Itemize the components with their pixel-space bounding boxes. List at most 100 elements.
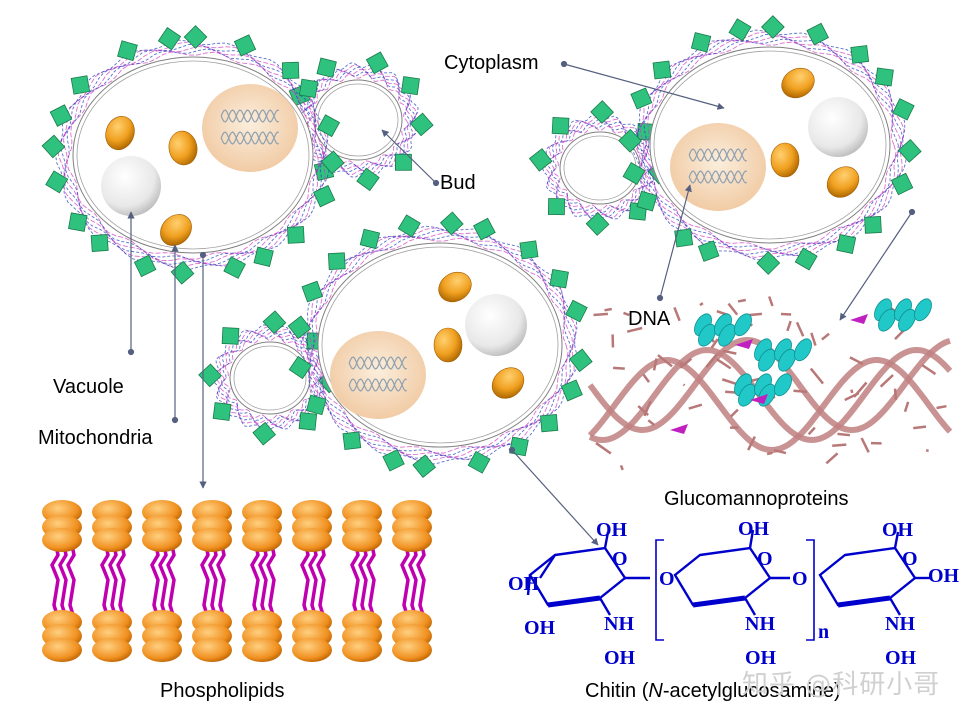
mannoprotein-icon <box>133 254 157 278</box>
base-pair <box>825 452 839 465</box>
mannoprotein-icon <box>409 112 434 137</box>
protein-helix <box>758 348 776 372</box>
base-pair <box>612 366 625 370</box>
label-dna: DNA <box>628 308 671 330</box>
leader-glucomannoproteins <box>839 211 913 321</box>
base-pair <box>705 353 718 368</box>
vacuole <box>101 156 161 216</box>
base-pair <box>623 311 630 317</box>
cell-top-right <box>528 15 922 275</box>
label-glucomannoproteins: Glucomannoproteins <box>664 488 849 510</box>
vacuole <box>465 294 527 356</box>
chem-oh-6: OH <box>745 647 777 669</box>
base-pair <box>773 448 787 455</box>
protein-helix <box>738 383 756 407</box>
mannoprotein-icon <box>761 15 785 39</box>
mannoprotein-icon <box>890 172 914 196</box>
lipid-tail <box>316 534 328 626</box>
mannoprotein-icon <box>569 348 593 373</box>
base-pair <box>642 373 651 383</box>
lipid-head-top <box>92 528 132 552</box>
base-pair <box>766 451 773 456</box>
base-pair <box>767 296 774 307</box>
base-pair <box>626 326 643 333</box>
beta-strand <box>670 424 688 434</box>
mitochondrion <box>826 166 860 198</box>
beta-strand <box>750 394 768 404</box>
mannoprotein-icon <box>397 214 421 238</box>
label-chitin: Chitin (N-acetylglucosamine) <box>585 680 841 703</box>
base-pair <box>737 298 746 303</box>
lipid-head-bottom <box>192 638 232 662</box>
base-pair <box>747 436 756 451</box>
lipid-head-top <box>192 528 232 552</box>
label-chitin-prefix: Chitin ( <box>585 680 649 702</box>
base-pair <box>673 306 681 322</box>
phospholipid-bilayer <box>42 500 432 662</box>
mannoprotein-icon <box>157 27 182 51</box>
wall-mesh <box>223 335 317 421</box>
base-pair <box>647 419 656 426</box>
mannoprotein-icon <box>233 34 257 57</box>
mitochondrion <box>160 214 192 246</box>
base-pair <box>715 357 732 370</box>
wall-mesh <box>219 331 322 426</box>
label-chitin-suffix: -acetylglucosamine) <box>662 680 841 702</box>
lipid-tail <box>266 534 278 626</box>
mannoprotein-icon <box>874 67 894 87</box>
nucleus <box>202 84 298 172</box>
mitochondrion <box>433 327 463 363</box>
chem-oh-8: OH <box>928 565 960 587</box>
mannoprotein-icon <box>287 315 312 340</box>
mitochondrion <box>168 130 198 166</box>
mannoprotein-icon <box>794 247 818 271</box>
mannoprotein-icon <box>565 299 588 323</box>
leader-chitin <box>511 449 599 546</box>
mannoprotein-icon <box>395 153 412 171</box>
mannoprotein-icon <box>551 116 570 135</box>
base-pair <box>710 338 719 349</box>
chitin-bracket-right <box>806 539 815 641</box>
base-pair <box>699 302 704 307</box>
mannoprotein-icon <box>549 268 569 289</box>
protein-helix <box>774 373 792 397</box>
chitin-labels: OH O OH OH NH OH O OH O NH OH O n OH O O… <box>508 518 960 669</box>
mannoprotein-icon <box>547 198 566 216</box>
mannoprotein-icon <box>117 40 138 62</box>
mannoprotein-icon <box>356 167 380 192</box>
wall-mesh <box>637 33 904 255</box>
mannoprotein-icon <box>519 240 539 260</box>
protein-helix <box>878 308 896 332</box>
membrane-inner <box>76 60 310 250</box>
base-pair <box>786 320 792 332</box>
mannoprotein-icon <box>252 421 277 446</box>
base-pair <box>595 442 612 455</box>
chitin-structure <box>526 529 930 641</box>
chem-o-2: O <box>659 568 675 590</box>
chem-o-1: O <box>612 548 628 570</box>
lipid-head-bottom <box>342 638 382 662</box>
mannoprotein-icon <box>327 252 346 271</box>
nucleus <box>330 331 426 419</box>
lipid-tail <box>166 534 178 626</box>
label-chitin-italic: N <box>648 680 663 702</box>
wall-mesh <box>542 114 658 222</box>
membrane-inner <box>317 83 399 157</box>
mannoprotein-icon <box>262 310 287 335</box>
membrane-inner <box>233 345 307 411</box>
base-pair <box>793 389 808 394</box>
base-pair <box>879 374 894 388</box>
label-cytoplasm: Cytoplasm <box>444 52 539 74</box>
lipid-tail <box>116 534 128 626</box>
mannoprotein-icon <box>281 61 300 80</box>
mannoprotein-icon <box>221 327 240 345</box>
mannoprotein-icon <box>892 98 915 121</box>
mitochondrion <box>781 67 815 99</box>
wall-mesh <box>212 324 328 432</box>
vacuole <box>808 97 868 157</box>
dna-helix <box>220 109 280 123</box>
base-pair <box>936 404 947 410</box>
protein-helix <box>914 298 932 322</box>
cell-middle <box>198 211 593 478</box>
chitin-ring-1 <box>528 546 627 607</box>
